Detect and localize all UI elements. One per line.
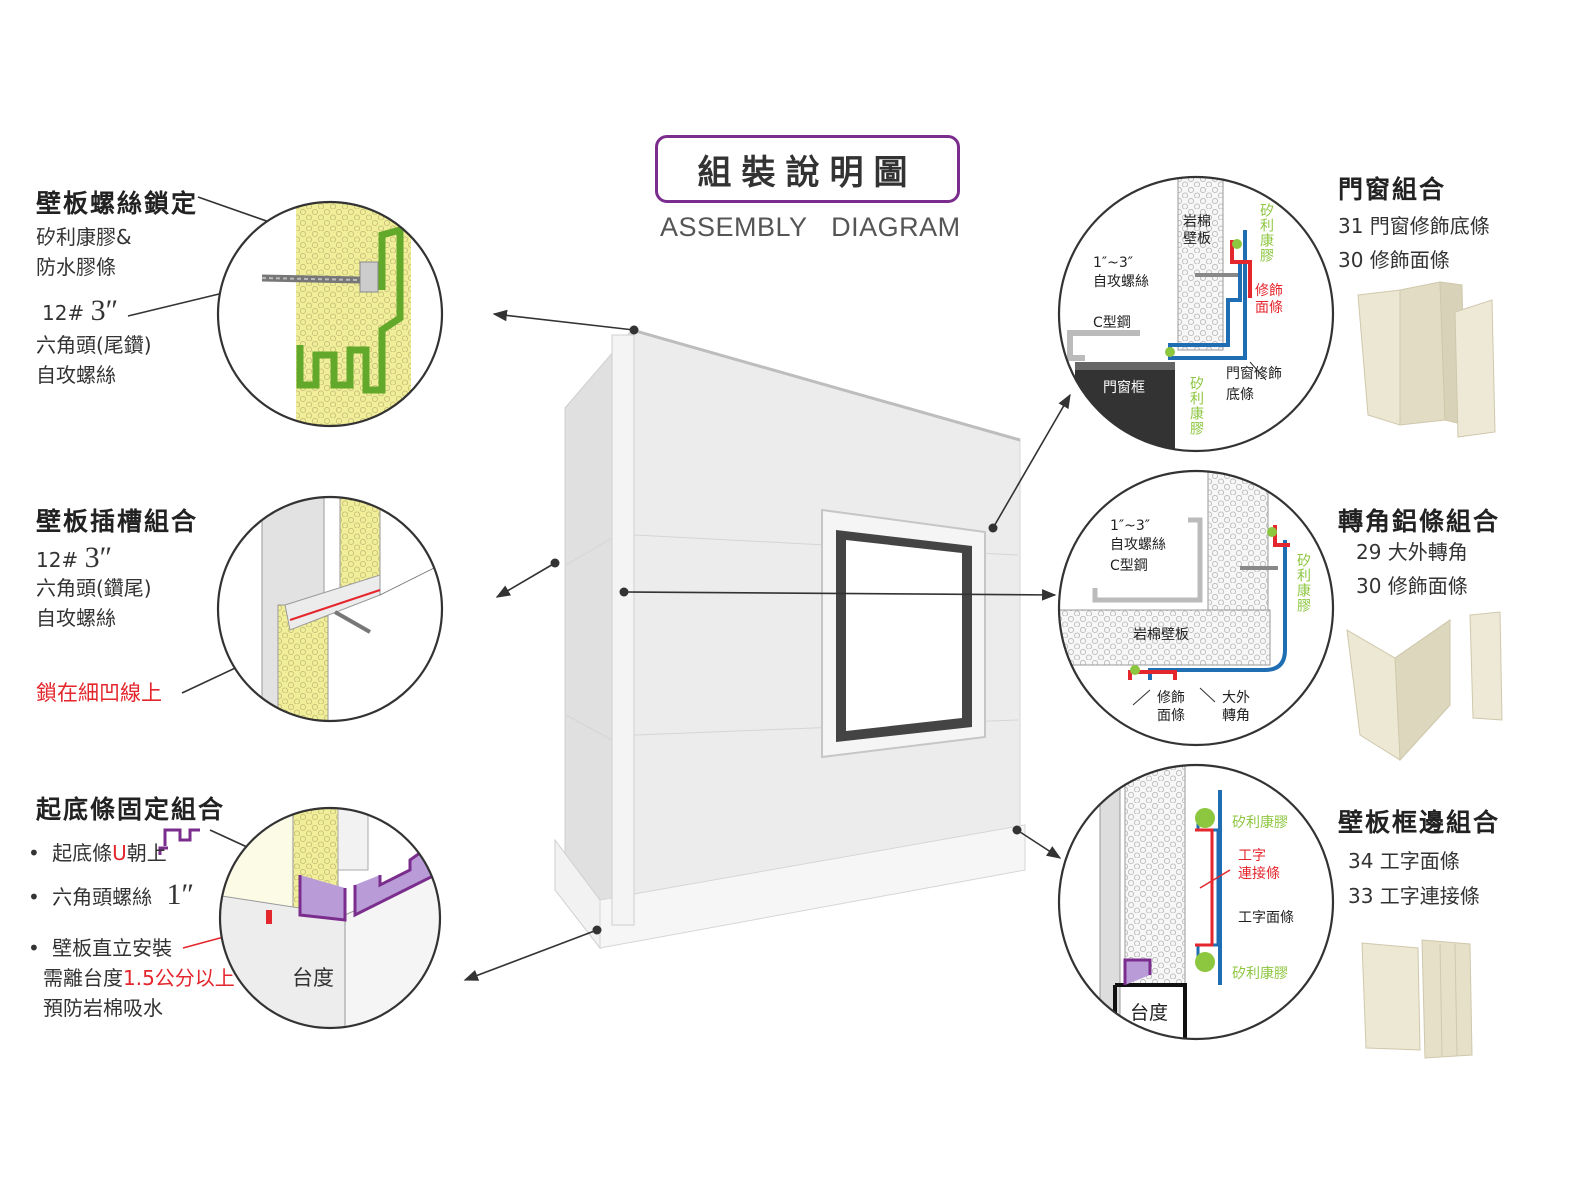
door-label-silicone: 矽利康膠 [1258,203,1274,263]
base-platform-label: 台度 [292,966,334,990]
door-label-trim: 修飾面條 [1255,283,1283,316]
screw-lock-desc2: 六角頭(尾鑽) 自攻螺絲 [36,330,152,390]
title-zh: 組裝說明圖 [697,152,918,193]
base-bullet-1: 起底條U朝上 [28,838,167,868]
base-b1-a: 起底條 [52,841,113,865]
screw-lock-size-prefix: 12# [42,301,85,325]
circle-screw-lock [216,200,444,428]
corner-label-silicone: 矽利康膠 [1295,553,1311,613]
slot-size-prefix: 12# [36,548,79,572]
door-label-base1: 門窗修飾 [1226,366,1282,382]
circle-frame [1057,763,1335,1041]
corner-item-1: 29 大外轉角 [1356,540,1468,564]
circle-door-window [1057,175,1335,453]
title-box: 組裝說明圖 [655,135,960,203]
frame-label-hface: 工字面條 [1238,910,1294,926]
base-b3-b: 需離台度 [43,966,123,990]
door-label-silicone2: 矽利康膠 [1188,376,1204,436]
corner-label-csteel: C型鋼 [1110,558,1148,574]
circle-base [218,806,442,1030]
door-label-rockwool: 岩棉壁板 [1183,214,1211,247]
corner-label-screw2: 自攻螺絲 [1110,537,1166,553]
corner-label-outer1: 大外 [1222,690,1250,706]
slot-line2: 自攻螺絲 [36,606,116,630]
detail-screw-lock [218,202,442,426]
screw-lock-line2: 防水膠條 [36,255,116,279]
slot-desc: 六角頭(鑽尾) 自攻螺絲 [36,573,152,633]
detail-corner [1059,471,1333,745]
frame-label-silicone-bot: 矽利康膠 [1232,966,1288,982]
heading-corner: 轉角鋁條組合 [1338,507,1501,536]
cabin-illustration [554,328,1026,950]
base-b3-c: 1.5公分以上 [123,966,235,990]
base-b1-b: 朝上 [126,841,167,865]
product-photo-door-trim [1357,281,1496,438]
frame-label-silicone-top: 矽利康膠 [1232,815,1288,831]
frame-label-connector1: 工字 [1238,848,1266,864]
heading-screw-lock: 壁板螺絲鎖定 [36,189,199,218]
heading-door-window: 門窗組合 [1338,175,1447,204]
frame-item-2: 33 工字連接條 [1348,884,1480,908]
circle-slot [216,495,444,723]
screw-lock-desc: 矽利康膠& 防水膠條 [36,222,132,282]
screw-lock-size-value: 3″ [90,294,119,327]
door-label-screw2: 自攻螺絲 [1093,274,1149,290]
frame-label-platform: 台度 [1130,1002,1169,1024]
door-label-base2: 底條 [1226,387,1254,403]
base-b1-u: U [112,841,127,865]
base-bullet-3-line3: 預防岩棉吸水 [43,996,163,1020]
detail-frame [1059,765,1333,1039]
slot-size: 12# 3″ [36,543,112,575]
slot-line1: 六角頭(鑽尾) [36,576,152,600]
door-item-1: 31 門窗修飾底條 [1338,214,1490,238]
screw-lock-line4: 自攻螺絲 [36,363,116,387]
heading-frame: 壁板框邊組合 [1338,808,1501,837]
base-bullet-3-line2: 需離台度1.5公分以上 [43,963,235,993]
frame-label-connector2: 連接條 [1238,866,1280,882]
title-en: ASSEMBLY DIAGRAM [660,212,961,242]
base-b3-a: 壁板直立安裝 [52,936,173,960]
base-b2-size: 1″ [166,878,195,911]
corner-item-2: 30 修飾面條 [1356,574,1468,598]
corner-label-outer2: 轉角 [1222,708,1250,724]
door-label-frame: 門窗框 [1103,380,1145,396]
heading-base: 起底條固定組合 [36,795,226,824]
base-bullet-3: 壁板直立安裝 [28,933,172,963]
leader-dots [550,325,1022,935]
door-label-csteel: C型鋼 [1093,315,1131,331]
slot-note: 鎖在細凹線上 [36,681,162,705]
door-item-2: 30 修飾面條 [1338,248,1450,272]
screw-lock-line3: 六角頭(尾鑽) [36,333,152,357]
screw-lock-size: 12# 3″ [42,296,118,328]
u-profile-icon [163,828,200,846]
corner-label-screw1: 1″~3″ [1110,518,1151,534]
base-b2-a: 六角頭螺絲 [52,885,153,909]
circle-corner [1057,469,1335,747]
detail-slot [218,497,442,721]
product-photo-corner-trim [1346,611,1503,762]
base-bullet-2: 六角頭螺絲 1″ [28,880,194,912]
corner-label-trim2: 面條 [1157,708,1185,724]
heading-slot: 壁板插槽組合 [36,507,199,536]
screw-lock-line1: 矽利康膠& [36,225,132,249]
frame-item-1: 34 工字面條 [1348,849,1460,873]
corner-label-rockwool: 岩棉壁板 [1133,627,1189,643]
corner-label-trim1: 修飾 [1157,690,1185,706]
detail-base [220,808,440,1028]
product-photo-h-profile [1361,939,1473,1059]
door-label-screw1: 1″~3″ [1093,255,1134,271]
slot-size-value: 3″ [84,541,113,574]
